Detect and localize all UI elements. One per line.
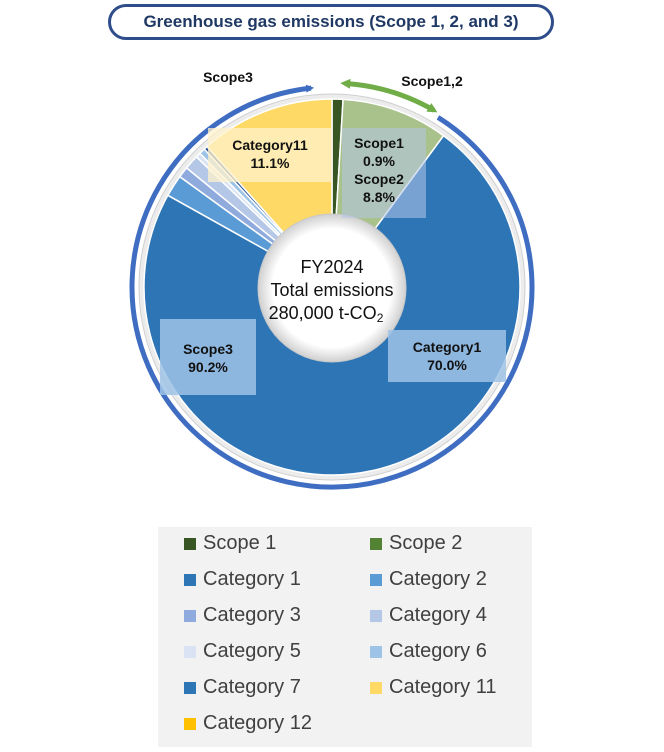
legend-label: Category 5	[203, 640, 301, 662]
label-scope2-name: Scope2	[354, 171, 404, 187]
label-category1-value: 70.0%	[427, 357, 467, 373]
legend-swatch	[184, 717, 196, 730]
legend-item-scope-2: Scope 2	[370, 532, 462, 555]
legend-label: Category 1	[203, 568, 301, 590]
label-scope1-value: 0.9%	[363, 153, 395, 169]
center-year: FY2024	[300, 257, 363, 277]
chart-legend: Scope 1 Scope 2 Category 1 Category 2 Catego…	[158, 527, 532, 747]
scope12-ring-label: Scope1,2	[401, 73, 463, 89]
legend-item-category-4: Category 4	[370, 604, 487, 627]
legend-item-category-1: Category 1	[184, 568, 301, 591]
legend-label: Category 4	[389, 604, 487, 626]
center-total-main: 280,000 t-CO	[269, 303, 377, 323]
scope3-ring-label: Scope3	[203, 69, 253, 85]
label-scope3-name: Scope3	[183, 341, 233, 357]
center-total: 280,000 t-CO2	[269, 303, 384, 325]
legend-swatch	[370, 681, 382, 694]
legend-swatch	[184, 573, 196, 586]
donut-chart: FY2024 Total emissions 280,000 t-CO2 Sco…	[129, 69, 535, 490]
legend-swatch	[370, 645, 382, 658]
legend-item-category-12: Category 12	[184, 712, 312, 735]
legend-item-category-2: Category 2	[370, 568, 487, 591]
legend-swatch	[370, 573, 382, 586]
label-box-category1	[388, 330, 506, 382]
donut-hole	[257, 213, 407, 363]
center-label: Total emissions	[270, 280, 393, 300]
label-scope3-value: 90.2%	[188, 359, 228, 375]
scope12-ring-arrow	[340, 78, 438, 113]
scope3-ring-arrow	[129, 84, 535, 490]
label-category11-name: Category11	[232, 137, 308, 153]
legend-item-category-7: Category 7	[184, 676, 301, 699]
legend-label: Category 6	[389, 640, 487, 662]
label-scope2-value: 8.8%	[363, 189, 395, 205]
legend-label: Category 2	[389, 568, 487, 590]
label-category1-name: Category1	[413, 339, 482, 355]
legend-item-category-3: Category 3	[184, 604, 301, 627]
label-box-scope3	[160, 319, 256, 395]
label-scope1-name: Scope1	[354, 135, 404, 151]
legend-label: Category 3	[203, 604, 301, 626]
legend-label: Category 11	[389, 676, 497, 698]
legend-item-category-5: Category 5	[184, 640, 301, 663]
chart-title: Greenhouse gas emissions (Scope 1, 2, an…	[108, 4, 554, 40]
legend-swatch	[184, 609, 196, 622]
label-box-scope12	[342, 128, 426, 218]
legend-label: Category 12	[203, 712, 312, 734]
label-box-category11	[208, 128, 332, 182]
label-category11-value: 11.1%	[251, 155, 290, 171]
legend-swatch	[184, 537, 196, 550]
legend-item-scope-1: Scope 1	[184, 532, 276, 555]
legend-swatch	[184, 645, 196, 658]
center-total-sub: 2	[377, 311, 384, 325]
legend-label: Category 7	[203, 676, 301, 698]
legend-swatch	[184, 681, 196, 694]
legend-item-category-11: Category 11	[370, 676, 496, 699]
legend-swatch	[370, 537, 382, 550]
legend-swatch	[370, 609, 382, 622]
legend-label: Scope 1	[203, 532, 277, 554]
legend-item-category-6: Category 6	[370, 640, 487, 663]
legend-label: Scope 2	[389, 532, 463, 554]
